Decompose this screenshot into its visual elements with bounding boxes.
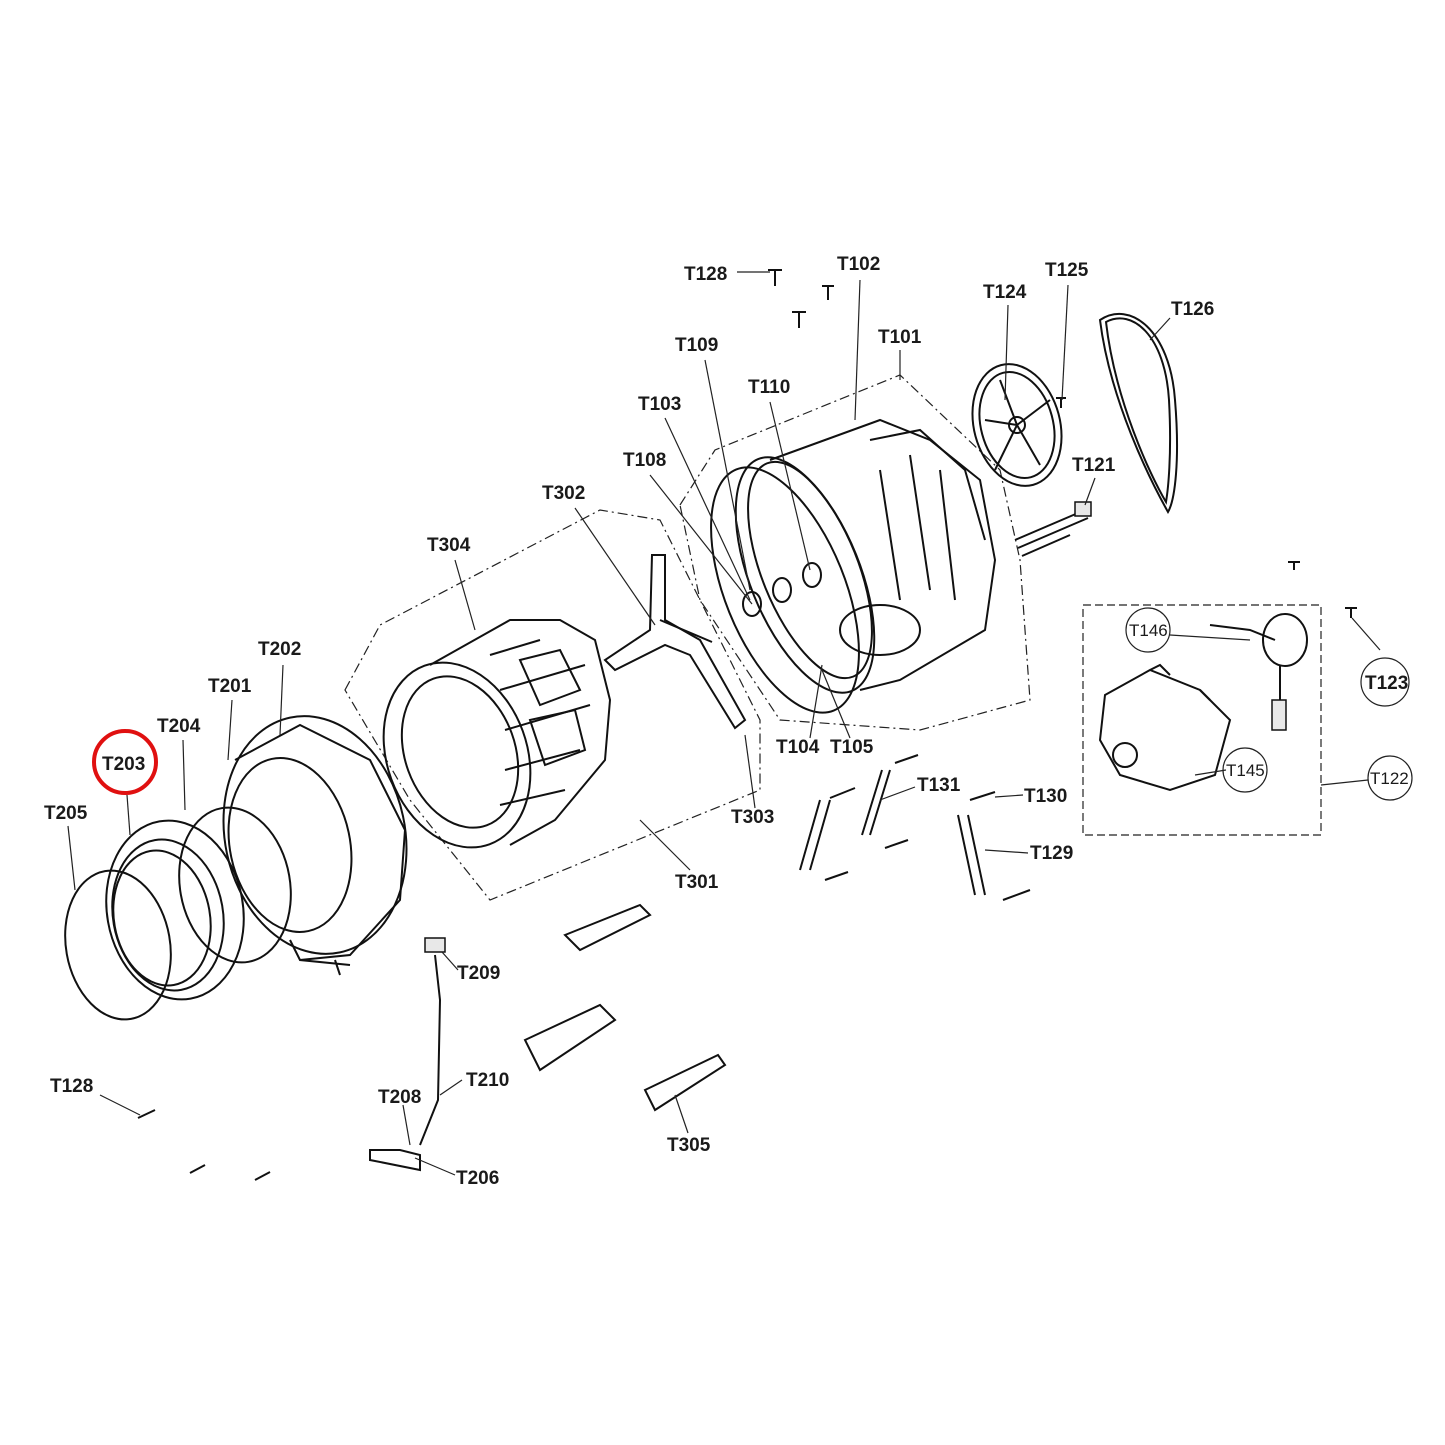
tub-group-outline [679, 374, 1031, 731]
label-t204: T204 [157, 716, 201, 737]
callout-circle-t146 [1125, 607, 1171, 653]
label-t202: T202 [258, 639, 301, 660]
dampers [799, 769, 986, 896]
label-t121: T121 [1072, 455, 1116, 476]
label-t104: T104 [776, 737, 820, 758]
outer-tub [734, 418, 997, 694]
front-tub [222, 715, 408, 976]
drum-spider [603, 554, 747, 730]
motor-group-box [1082, 604, 1322, 836]
label-t208: T208 [378, 1087, 421, 1108]
drum-texture [518, 648, 587, 767]
label-t131: T131 [917, 775, 961, 796]
label-t124: T124 [983, 282, 1027, 303]
drive-belt-inner [1104, 317, 1172, 505]
label-t129: T129 [1030, 843, 1073, 864]
leader-lines [67, 271, 1381, 1176]
label-t128-top: T128 [684, 264, 727, 285]
pressure-hose [369, 937, 446, 1172]
heater-element [1014, 501, 1092, 557]
label-t302: T302 [542, 483, 585, 504]
screws-top [768, 269, 1357, 618]
seal-ring [64, 869, 172, 1021]
drum-lifters [523, 903, 727, 1112]
pulley [971, 363, 1063, 487]
label-t205: T205 [44, 803, 88, 824]
label-t102: T102 [837, 254, 880, 275]
label-t130: T130 [1024, 786, 1067, 807]
label-t301: T301 [675, 872, 719, 893]
label-t125: T125 [1045, 260, 1089, 281]
label-t210: T210 [466, 1070, 509, 1091]
label-t209: T209 [457, 963, 500, 984]
label-t145: T145 [1226, 761, 1265, 780]
label-t122: T122 [1370, 769, 1409, 788]
label-t123: T123 [1365, 673, 1408, 694]
bearing-seals [742, 562, 822, 617]
label-t109: T109 [675, 335, 718, 356]
label-t146: T146 [1129, 621, 1168, 640]
label-t110: T110 [748, 377, 790, 398]
label-t206: T206 [456, 1168, 499, 1189]
screws-bottom [137, 1109, 271, 1181]
balance-ring [105, 819, 245, 1001]
motor-assembly [1098, 663, 1232, 792]
label-t105: T105 [830, 737, 874, 758]
label-t108: T108 [623, 450, 666, 471]
highlight-circle-t203 [92, 729, 158, 795]
callout-circle-t145 [1222, 747, 1268, 793]
label-t201: T201 [208, 676, 252, 697]
tub-gasket-ring [710, 466, 860, 714]
inner-drum [382, 619, 612, 849]
label-t304: T304 [427, 535, 471, 556]
front-gasket [178, 806, 292, 964]
callout-circle-t122 [1367, 755, 1413, 801]
drum-group-outline [344, 509, 761, 901]
label-t305: T305 [667, 1135, 711, 1156]
damper-bolts [824, 754, 1031, 901]
callout-circle-t123 [1360, 657, 1410, 707]
label-t303: T303 [731, 807, 774, 828]
label-t203: T203 [102, 754, 145, 775]
label-t103: T103 [638, 394, 681, 415]
label-t101: T101 [878, 327, 922, 348]
motor-harness [1209, 613, 1308, 731]
label-t128-bottom: T128 [50, 1076, 93, 1097]
label-t126: T126 [1171, 299, 1214, 320]
drive-belt [1098, 313, 1179, 515]
